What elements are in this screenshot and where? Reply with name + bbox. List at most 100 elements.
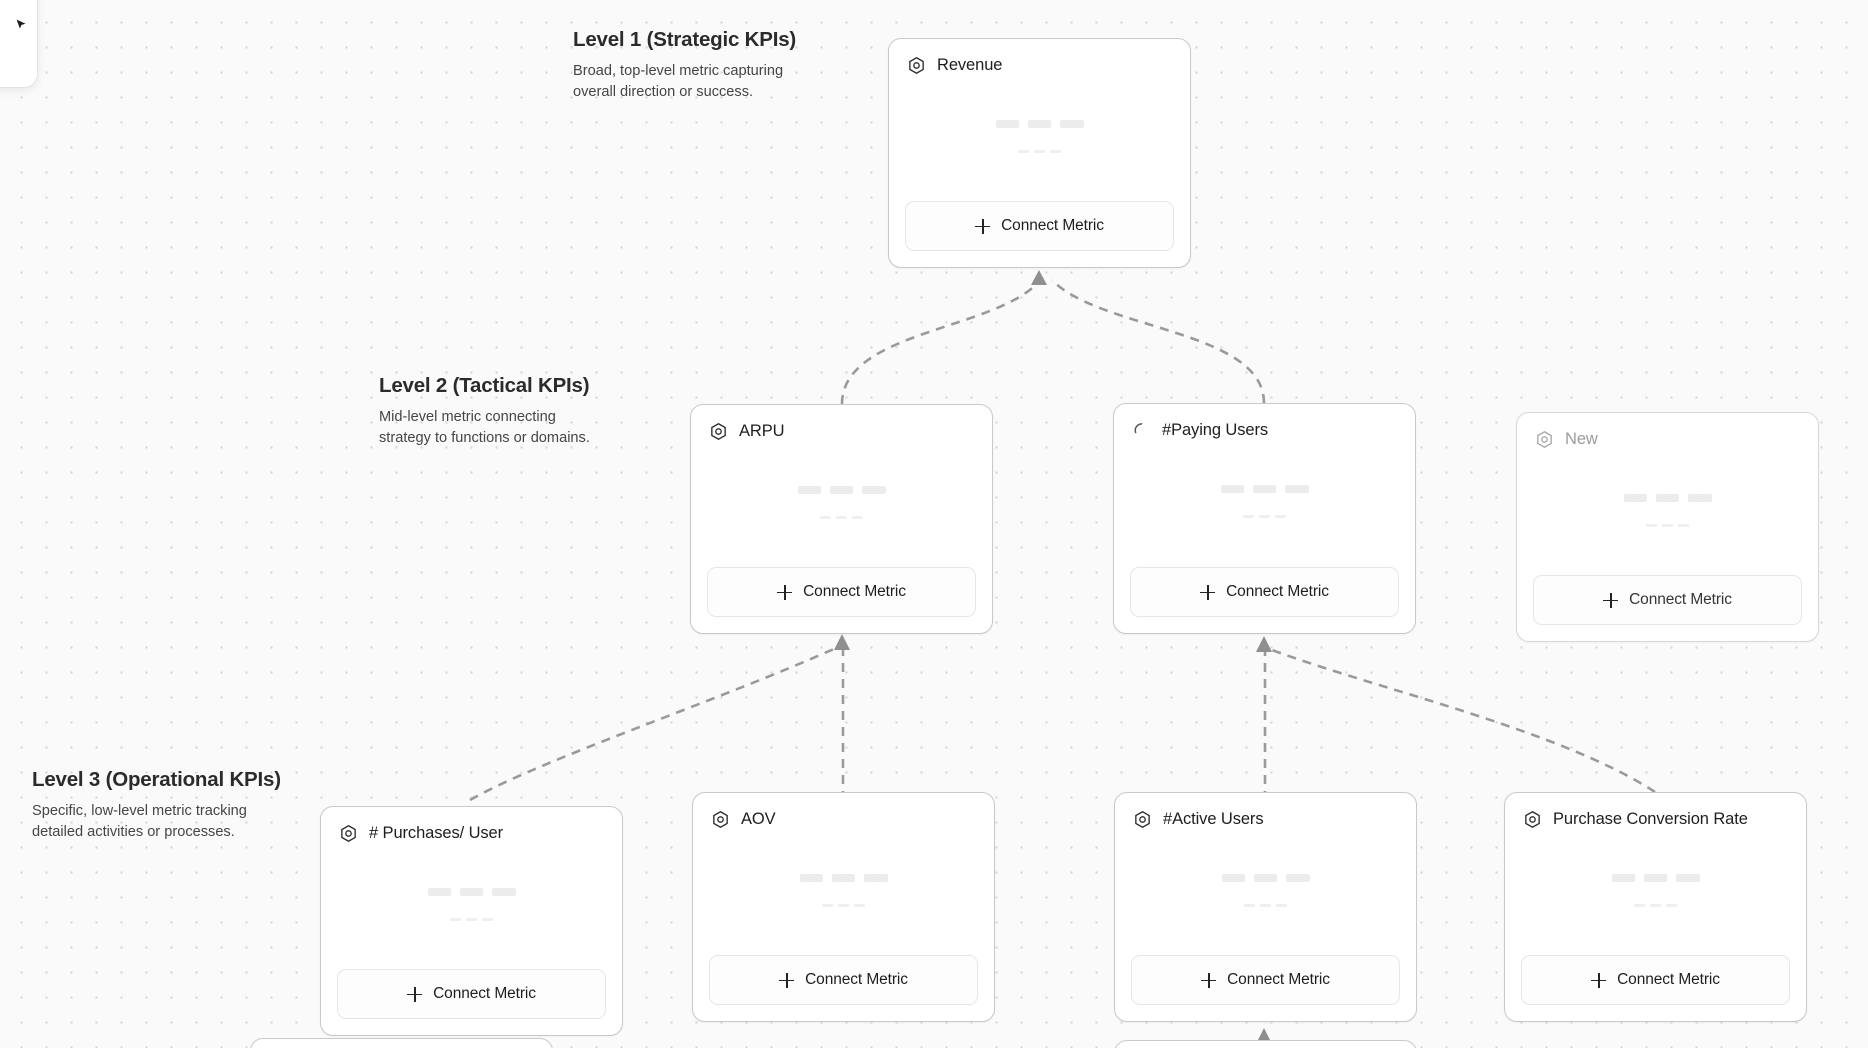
edge-purchases-to-arpu bbox=[469, 646, 837, 802]
metric-card-purchases-per-user[interactable]: # Purchases/ User Connect Metric bbox=[320, 806, 623, 1036]
card-title-purchases-per-user: # Purchases/ User bbox=[369, 824, 504, 842]
connect-metric-button-revenue[interactable]: Connect Metric bbox=[905, 201, 1174, 251]
card-header-arpu: ARPU bbox=[691, 405, 992, 441]
card-body-aov bbox=[693, 829, 994, 955]
card-title-revenue: Revenue bbox=[937, 56, 1003, 74]
connect-metric-button-purchases-per-user[interactable]: Connect Metric bbox=[337, 969, 606, 1019]
metric-card-paying-users[interactable]: #Paying Users Connect Metric bbox=[1113, 403, 1416, 634]
skeleton-row-secondary bbox=[822, 903, 865, 907]
connect-metric-label: Connect Metric bbox=[433, 985, 536, 1002]
hexagon-target-icon bbox=[711, 422, 726, 441]
card-header-aov: AOV bbox=[693, 793, 994, 829]
level-2-description: Mid-level metric connecting strategy to … bbox=[379, 409, 590, 447]
card-header-new: New bbox=[1517, 413, 1818, 449]
skeleton-row-primary bbox=[799, 873, 888, 882]
level-1-description: Broad, top-level metric capturing overal… bbox=[573, 63, 784, 101]
skeleton-row-secondary bbox=[1018, 149, 1061, 153]
card-title-active-users: #Active Users bbox=[1163, 810, 1264, 828]
arrowhead-paying-users bbox=[1256, 636, 1272, 652]
skeleton-row-primary bbox=[995, 119, 1084, 128]
plus-icon bbox=[1200, 584, 1216, 600]
metric-card-offscreen-below-active-users[interactable] bbox=[1114, 1040, 1417, 1048]
hexagon-target-icon bbox=[1537, 430, 1552, 449]
skeleton-row-secondary bbox=[1646, 523, 1689, 527]
cursor-arrow-icon bbox=[16, 19, 26, 29]
level-3-label-group: Level 3 (Operational KPIs) Specific, low… bbox=[32, 768, 281, 843]
card-header-paying-users: #Paying Users bbox=[1114, 404, 1415, 440]
connect-metric-label: Connect Metric bbox=[1226, 583, 1329, 600]
card-body-paying-users bbox=[1114, 440, 1415, 567]
level-1-title: Level 1 (Strategic KPIs) bbox=[573, 28, 797, 51]
metric-card-aov[interactable]: AOV Connect Metric bbox=[692, 792, 995, 1022]
card-body-active-users bbox=[1115, 829, 1416, 955]
metric-card-active-users[interactable]: #Active Users Connect Metric bbox=[1114, 792, 1417, 1022]
connect-metric-button-aov[interactable]: Connect Metric bbox=[709, 955, 978, 1005]
plus-icon bbox=[779, 972, 795, 988]
plus-icon bbox=[407, 986, 423, 1002]
metric-card-revenue[interactable]: Revenue Connect Metric bbox=[888, 38, 1191, 268]
metric-card-new[interactable]: New Connect Metric bbox=[1516, 412, 1819, 642]
arrowhead-arpu bbox=[834, 634, 850, 650]
card-body-new bbox=[1517, 449, 1818, 575]
connect-metric-button-new[interactable]: Connect Metric bbox=[1533, 575, 1802, 625]
skeleton-row-primary bbox=[1611, 873, 1700, 882]
connect-metric-button-arpu[interactable]: Connect Metric bbox=[707, 567, 976, 617]
skeleton-row-primary bbox=[1220, 485, 1309, 493]
plus-icon bbox=[1591, 972, 1607, 988]
card-body-purchases-per-user bbox=[321, 843, 622, 969]
card-title-purchase-conversion-rate: Purchase Conversion Rate bbox=[1553, 810, 1748, 828]
connect-metric-button-active-users[interactable]: Connect Metric bbox=[1131, 955, 1400, 1005]
skeleton-row-primary bbox=[797, 485, 886, 494]
level-2-title: Level 2 (Tactical KPIs) bbox=[379, 374, 590, 397]
card-body-arpu bbox=[691, 441, 992, 567]
arrowhead-revenue bbox=[1031, 270, 1047, 285]
metric-card-arpu[interactable]: ARPU Connect Metric bbox=[690, 404, 993, 634]
plus-icon bbox=[777, 584, 793, 600]
plus-icon bbox=[975, 218, 991, 234]
hexagon-target-icon bbox=[341, 824, 356, 843]
floating-corner-panel[interactable] bbox=[0, 0, 38, 88]
connect-metric-label: Connect Metric bbox=[803, 583, 906, 600]
connect-metric-button-paying-users[interactable]: Connect Metric bbox=[1130, 567, 1399, 617]
card-header-active-users: #Active Users bbox=[1115, 793, 1416, 829]
skeleton-row-primary bbox=[1623, 493, 1712, 502]
hexagon-target-icon bbox=[1525, 810, 1540, 829]
skeleton-row-secondary bbox=[820, 515, 863, 519]
card-body-purchase-conversion-rate bbox=[1505, 829, 1806, 955]
plus-icon bbox=[1201, 972, 1217, 988]
metric-card-purchase-conversion-rate[interactable]: Purchase Conversion Rate Connect Metric bbox=[1504, 792, 1807, 1022]
level-1-label-group: Level 1 (Strategic KPIs) Broad, top-leve… bbox=[573, 28, 803, 103]
connect-metric-label: Connect Metric bbox=[1227, 971, 1330, 988]
level-3-title: Level 3 (Operational KPIs) bbox=[32, 768, 281, 791]
card-header-purchases-per-user: # Purchases/ User bbox=[321, 807, 622, 843]
skeleton-row-secondary bbox=[1243, 515, 1286, 518]
connect-metric-label: Connect Metric bbox=[1001, 217, 1104, 234]
edge-arpu-to-revenue bbox=[840, 279, 1042, 405]
connect-metric-label: Connect Metric bbox=[1617, 971, 1720, 988]
connect-metric-label: Connect Metric bbox=[1629, 591, 1732, 608]
edge-paying-users-to-revenue bbox=[1051, 279, 1266, 404]
level-3-description: Specific, low-level metric tracking deta… bbox=[32, 803, 247, 841]
skeleton-row-secondary bbox=[450, 917, 493, 921]
card-title-new: New bbox=[1565, 430, 1598, 448]
skeleton-row-secondary bbox=[1634, 903, 1677, 907]
spinner-arc-icon bbox=[1134, 423, 1143, 434]
hexagon-target-icon bbox=[909, 56, 924, 75]
skeleton-row-primary bbox=[427, 887, 516, 896]
card-title-paying-users: #Paying Users bbox=[1162, 421, 1268, 439]
card-title-arpu: ARPU bbox=[739, 422, 785, 440]
hexagon-target-icon bbox=[1135, 810, 1150, 829]
card-title-aov: AOV bbox=[741, 810, 776, 828]
skeleton-row-secondary bbox=[1244, 903, 1287, 907]
edge-conversion-to-paying-users bbox=[1271, 648, 1656, 794]
card-header-revenue: Revenue bbox=[889, 39, 1190, 75]
card-header-purchase-conversion-rate: Purchase Conversion Rate bbox=[1505, 793, 1806, 829]
level-2-label-group: Level 2 (Tactical KPIs) Mid-level metric… bbox=[379, 374, 609, 449]
connect-metric-label: Connect Metric bbox=[805, 971, 908, 988]
skeleton-row-primary bbox=[1221, 873, 1310, 882]
card-body-revenue bbox=[889, 75, 1190, 201]
metric-card-offscreen-below-purchases[interactable] bbox=[250, 1038, 553, 1048]
hexagon-target-icon bbox=[713, 810, 728, 829]
connect-metric-button-purchase-conversion-rate[interactable]: Connect Metric bbox=[1521, 955, 1790, 1005]
